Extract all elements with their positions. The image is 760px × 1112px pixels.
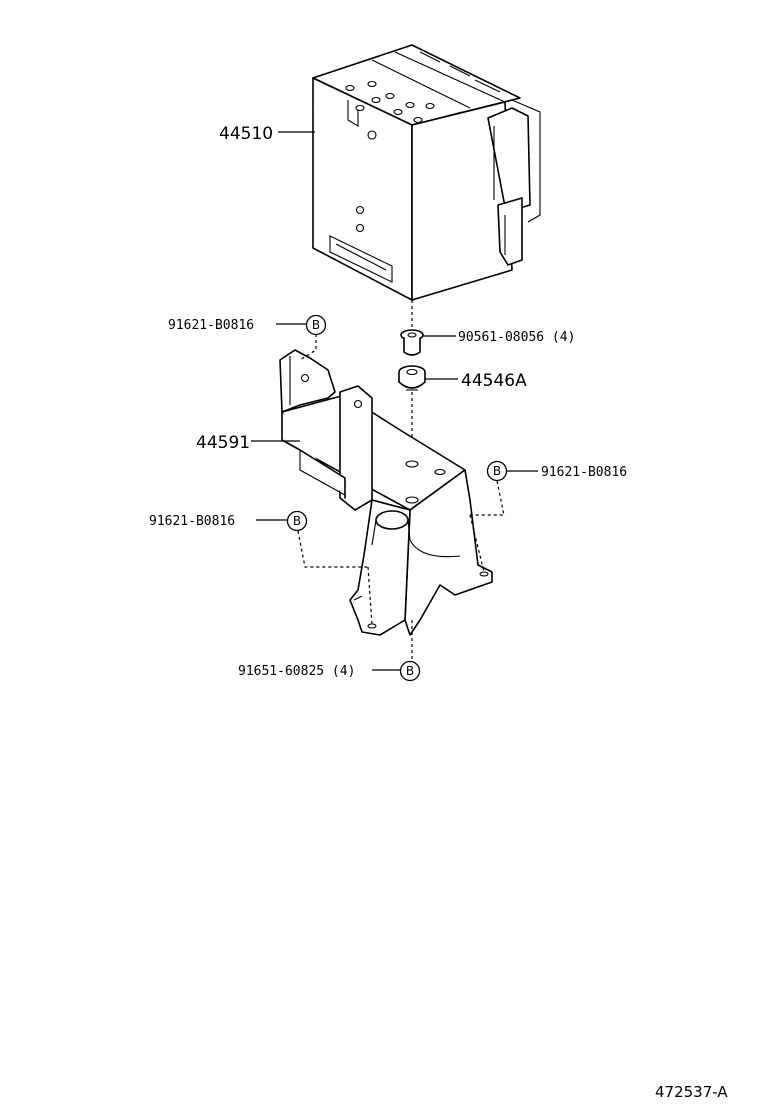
badge-b-mid-left: B: [286, 510, 308, 532]
label-91621-right: 91621-B0816: [541, 465, 627, 480]
label-91651-bottom: 91651-60825 (4): [238, 664, 355, 679]
label-91621-top-left: 91621-B0816: [168, 318, 254, 333]
label-44510: 44510: [219, 124, 273, 144]
svg-text:B: B: [293, 514, 301, 528]
badge-b-bottom: B: [399, 660, 421, 682]
label-90561: 90561-08056 (4): [458, 330, 575, 345]
actuator-assembly: [312, 44, 541, 301]
bolt-90561: [400, 329, 424, 356]
label-91621-mid-left: 91621-B0816: [149, 514, 235, 529]
label-44546a: 44546A: [461, 371, 527, 391]
label-44591: 44591: [196, 433, 250, 453]
leader-lines: [251, 131, 538, 671]
svg-text:B: B: [312, 318, 320, 332]
badge-b-right: B: [486, 460, 508, 482]
svg-text:B: B: [493, 464, 501, 478]
diagram-id: 472537-A: [655, 1083, 728, 1101]
bracket-44591: [279, 349, 493, 636]
svg-text:B: B: [406, 664, 414, 678]
badge-b-top-left: B: [305, 314, 327, 336]
cushion-44546a: [398, 365, 426, 391]
